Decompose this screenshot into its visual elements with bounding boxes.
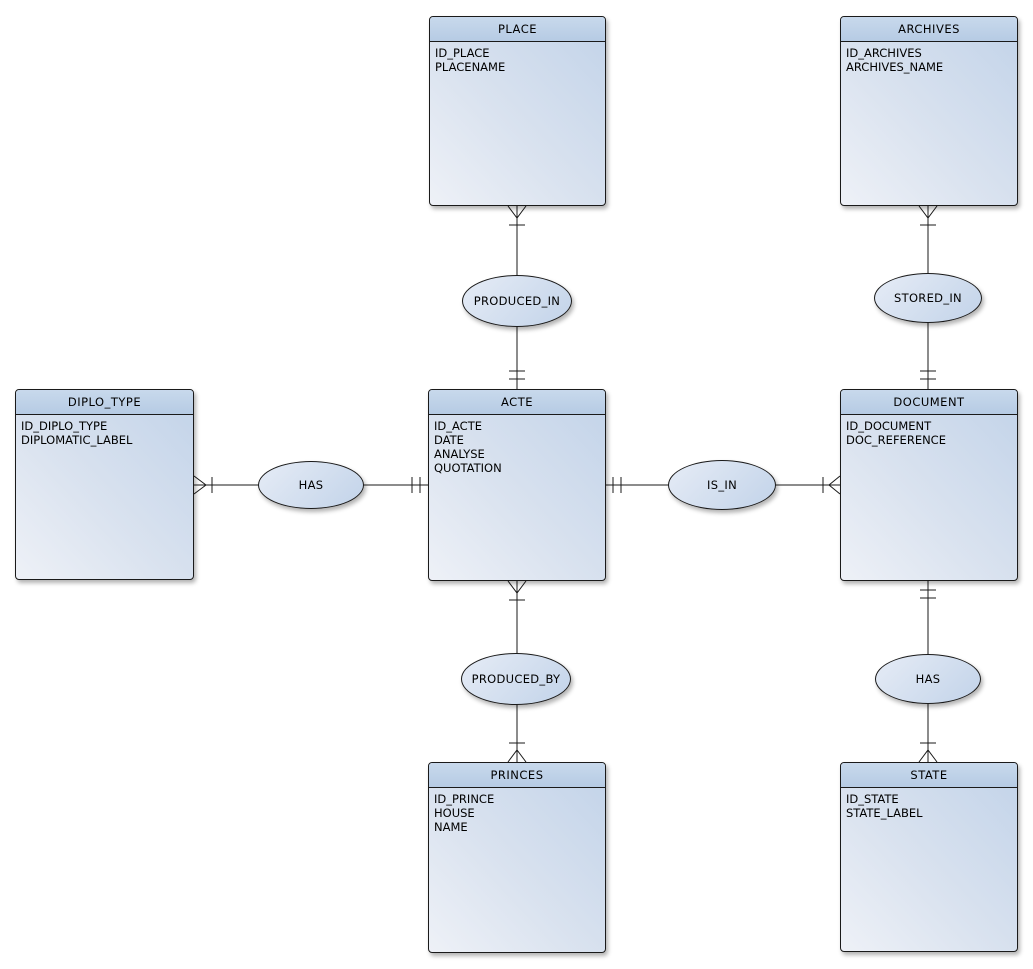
- entity-diplo-type-attributes: ID_DIPLO_TYPE DIPLOMATIC_LABEL: [16, 415, 193, 451]
- crow-foot-marker: [828, 475, 841, 495]
- crow-foot-marker: [507, 749, 527, 763]
- entity-state[interactable]: STATE ID_STATE STATE_LABEL: [840, 762, 1018, 952]
- relationship-stored-in[interactable]: STORED_IN: [874, 273, 982, 323]
- attribute: STATE_LABEL: [846, 806, 923, 820]
- crow-foot-marker: [918, 749, 938, 763]
- relationship-label: IS_IN: [707, 478, 737, 492]
- entity-document-title: DOCUMENT: [841, 390, 1017, 415]
- entity-diplo-type-title: DIPLO_TYPE: [16, 390, 193, 415]
- relationship-label: PRODUCED_IN: [473, 294, 561, 308]
- entity-acte-attributes: ID_ACTE DATE ANALYSE QUOTATION: [429, 415, 605, 479]
- entity-acte-title: ACTE: [429, 390, 605, 415]
- attribute: ID_ACTE: [434, 419, 482, 433]
- entity-princes[interactable]: PRINCES ID_PRINCE HOUSE NAME: [428, 762, 606, 953]
- entity-state-attributes: ID_STATE STATE_LABEL: [841, 788, 1017, 824]
- crow-foot-marker: [507, 580, 527, 594]
- attribute: ID_ARCHIVES: [846, 46, 922, 60]
- attribute: ID_DOCUMENT: [846, 419, 932, 433]
- entity-place-title: PLACE: [430, 17, 605, 42]
- entity-archives-attributes: ID_ARCHIVES ARCHIVES_NAME: [841, 42, 1017, 78]
- attribute: NAME: [434, 820, 468, 834]
- entity-princes-title: PRINCES: [429, 763, 605, 788]
- attribute: ID_PLACE: [435, 46, 490, 60]
- attribute: ID_PRINCE: [434, 792, 495, 806]
- relationship-label: STORED_IN: [894, 291, 962, 305]
- entity-state-title: STATE: [841, 763, 1017, 788]
- entity-document-attributes: ID_DOCUMENT DOC_REFERENCE: [841, 415, 1017, 451]
- attribute: HOUSE: [434, 806, 475, 820]
- attribute: PLACENAME: [435, 60, 506, 74]
- crow-foot-marker: [507, 205, 527, 219]
- entity-archives-title: ARCHIVES: [841, 17, 1017, 42]
- entity-place[interactable]: PLACE ID_PLACE PLACENAME: [429, 16, 606, 206]
- crow-foot-marker: [193, 475, 207, 495]
- entity-document[interactable]: DOCUMENT ID_DOCUMENT DOC_REFERENCE: [840, 389, 1018, 581]
- relationship-has-diplo[interactable]: HAS: [258, 461, 364, 509]
- relationship-label: PRODUCED_BY: [471, 672, 561, 686]
- entity-archives[interactable]: ARCHIVES ID_ARCHIVES ARCHIVES_NAME: [840, 16, 1018, 206]
- relationship-produced-by[interactable]: PRODUCED_BY: [461, 653, 571, 705]
- attribute: ARCHIVES_NAME: [846, 60, 944, 74]
- crow-foot-marker: [918, 205, 938, 219]
- relationship-has-state[interactable]: HAS: [875, 654, 981, 704]
- entity-diplo-type[interactable]: DIPLO_TYPE ID_DIPLO_TYPE DIPLOMATIC_LABE…: [15, 389, 194, 580]
- entity-princes-attributes: ID_PRINCE HOUSE NAME: [429, 788, 605, 838]
- attribute: DATE: [434, 433, 464, 447]
- relationship-label: HAS: [915, 672, 941, 686]
- relationship-produced-in[interactable]: PRODUCED_IN: [462, 275, 572, 327]
- entity-place-attributes: ID_PLACE PLACENAME: [430, 42, 605, 78]
- attribute: DOC_REFERENCE: [846, 433, 946, 447]
- relationship-label: HAS: [298, 478, 324, 492]
- attribute: QUOTATION: [434, 461, 502, 475]
- attribute: ANALYSE: [434, 447, 485, 461]
- attribute: ID_DIPLO_TYPE: [21, 419, 108, 433]
- attribute: ID_STATE: [846, 792, 899, 806]
- relationship-is-in[interactable]: IS_IN: [668, 460, 776, 510]
- attribute: DIPLOMATIC_LABEL: [21, 433, 133, 447]
- entity-acte[interactable]: ACTE ID_ACTE DATE ANALYSE QUOTATION: [428, 389, 606, 581]
